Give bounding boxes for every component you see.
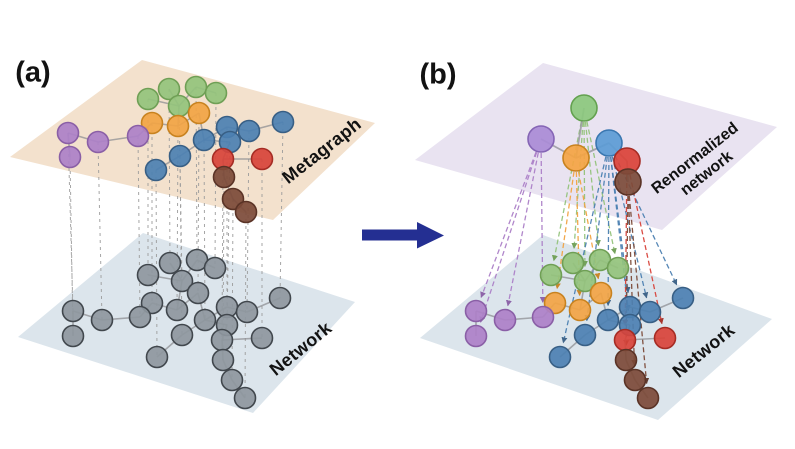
network-node-red bbox=[653, 326, 677, 350]
network-node-purple bbox=[464, 299, 488, 323]
mapping-line-gray bbox=[279, 121, 284, 299]
metagraph-node-orange bbox=[187, 101, 211, 125]
network-node-gray bbox=[210, 328, 234, 352]
membership-line-blue bbox=[609, 156, 631, 312]
metagraph-node-blue bbox=[271, 110, 295, 134]
network-node-gray bbox=[90, 308, 114, 332]
network-node-gray bbox=[235, 300, 259, 324]
mapping-line-gray bbox=[231, 198, 234, 381]
membership-line-red bbox=[629, 174, 664, 325]
network-node-blue bbox=[596, 308, 620, 332]
membership-line-purple bbox=[479, 152, 538, 323]
network-node-gray bbox=[61, 299, 85, 323]
network-node-purple bbox=[464, 324, 488, 348]
mapping-line-gray bbox=[246, 130, 250, 313]
metagraph-node-orange bbox=[166, 114, 190, 138]
network-node-green bbox=[539, 263, 563, 287]
metagraph-node-red bbox=[250, 147, 274, 171]
membership-line-green bbox=[584, 121, 601, 247]
network-node-purple bbox=[531, 305, 555, 329]
network-node-gray bbox=[136, 263, 160, 287]
network-node-orange bbox=[589, 281, 613, 305]
network-plane-a bbox=[18, 233, 355, 413]
network-node-blue bbox=[548, 345, 572, 369]
renormalized-node-orange bbox=[562, 144, 590, 172]
renormalized-node-green bbox=[570, 94, 598, 122]
mapping-line-gray bbox=[214, 92, 217, 269]
network-node-brown bbox=[636, 386, 660, 410]
membership-line-green bbox=[571, 121, 584, 250]
network-node-gray bbox=[170, 323, 194, 347]
metagraph-plane bbox=[10, 60, 375, 220]
membership-line-green bbox=[581, 121, 588, 268]
renormalized-node-purple bbox=[527, 125, 555, 153]
network-node-gray bbox=[220, 368, 244, 392]
transform-arrow bbox=[362, 222, 444, 249]
network-node-purple bbox=[493, 308, 517, 332]
metagraph-node-blue bbox=[192, 128, 216, 152]
network-node-green bbox=[573, 269, 597, 293]
membership-line-orange bbox=[575, 171, 583, 297]
metagraph-node-orange bbox=[140, 111, 164, 135]
network-node-gray bbox=[170, 269, 194, 293]
membership-line-red bbox=[622, 174, 629, 327]
metagraph-node-brown bbox=[212, 165, 236, 189]
network-node-brown bbox=[614, 348, 638, 372]
network-node-blue bbox=[638, 300, 662, 324]
network-node-gray bbox=[193, 308, 217, 332]
metagraph-node-purple bbox=[86, 130, 110, 154]
network-node-gray bbox=[128, 305, 152, 329]
metagraph-node-brown bbox=[234, 200, 258, 224]
mapping-line-gray bbox=[97, 141, 103, 321]
membership-line-brown bbox=[627, 195, 638, 367]
metagraph-node-green bbox=[157, 77, 181, 101]
mapping-line-gray bbox=[203, 139, 206, 321]
network-node-orange bbox=[568, 298, 592, 322]
metagraph-node-blue bbox=[168, 144, 192, 168]
metagraph-node-green bbox=[184, 75, 208, 99]
mapping-line-gray bbox=[137, 135, 141, 318]
network-node-green bbox=[561, 251, 585, 275]
renormalized-node-brown bbox=[614, 168, 642, 196]
metagraph-node-purple bbox=[58, 145, 82, 169]
metagraph-node-purple bbox=[56, 121, 80, 145]
network-node-gray bbox=[233, 386, 257, 410]
network-node-gray bbox=[250, 326, 274, 350]
network-node-gray bbox=[61, 324, 85, 348]
metagraph-node-green bbox=[136, 87, 160, 111]
mapping-line-gray bbox=[168, 88, 171, 264]
network-node-gray bbox=[211, 348, 235, 372]
mapping-line-gray bbox=[155, 169, 158, 358]
renormalized-node-blue bbox=[595, 129, 623, 157]
metagraph-node-purple bbox=[126, 124, 150, 148]
network-node-brown bbox=[623, 368, 647, 392]
membership-line-purple bbox=[480, 151, 537, 298]
membership-line-blue bbox=[605, 156, 612, 307]
network-node-gray bbox=[203, 256, 227, 280]
network-node-gray bbox=[165, 298, 189, 322]
network-node-blue bbox=[671, 286, 695, 310]
network-node-gray bbox=[186, 281, 210, 305]
network-node-blue bbox=[573, 323, 597, 347]
network-node-red bbox=[613, 328, 637, 352]
network-node-green bbox=[606, 256, 630, 280]
metagraph-node-blue bbox=[237, 119, 261, 143]
network-node-gray bbox=[268, 286, 292, 310]
metagraph-node-green bbox=[204, 81, 228, 105]
network-node-gray bbox=[158, 251, 182, 275]
network-node-gray bbox=[145, 345, 169, 369]
mapping-line-gray bbox=[221, 158, 224, 341]
membership-line-purple bbox=[505, 152, 539, 307]
membership-line-green bbox=[586, 121, 617, 255]
metagraph-node-green bbox=[167, 94, 191, 118]
metagraph-node-blue bbox=[144, 158, 168, 182]
